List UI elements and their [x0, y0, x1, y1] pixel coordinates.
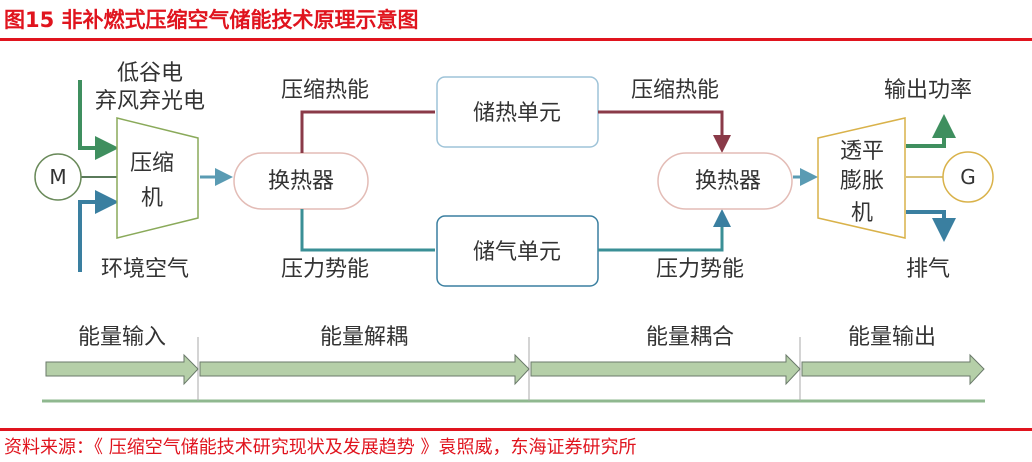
- pressure-energy-label-1: 压力势能: [281, 257, 369, 282]
- compression-heat-label-2: 压缩热能: [631, 78, 719, 103]
- expander: [817, 117, 906, 239]
- expander-label-2: 膨胀: [840, 169, 884, 194]
- exhaust-arrow: [906, 210, 956, 242]
- heat-exchanger-2-label: 换热器: [695, 169, 761, 194]
- exhaust-label: 排气: [906, 257, 950, 282]
- stage-label-output: 能量输出: [848, 325, 936, 350]
- figure-title: 图15 非补燃式压缩空气储能技术原理示意图: [4, 8, 419, 32]
- expander-label-3: 机: [851, 201, 873, 226]
- air-input-arrow: [78, 190, 119, 272]
- pressure-flow-1: [300, 209, 435, 252]
- pressure-energy-label-2: 压力势能: [656, 257, 744, 282]
- motor-label: M: [49, 165, 66, 189]
- stage-label-coupling: 能量耦合: [646, 325, 734, 350]
- compressor-label-2: 机: [141, 186, 163, 211]
- stage-arrow-coupling: [530, 353, 801, 386]
- generator-label: G: [960, 165, 976, 189]
- input-power-label: 低谷电: [117, 61, 183, 86]
- stage-label-input: 能量输入: [78, 325, 166, 350]
- generator-icon: [942, 151, 994, 203]
- ambient-air-label: 环境空气: [101, 257, 189, 282]
- compressor: [116, 117, 199, 239]
- heat-exchanger-2: [657, 152, 793, 210]
- source-rule: [0, 428, 1032, 431]
- compressor-label: 压缩: [130, 151, 174, 176]
- heat-storage-label: 储热单元: [473, 101, 561, 126]
- stage-arrow-input: [45, 353, 199, 386]
- pressure-flow-2: [598, 209, 731, 252]
- output-power-arrow: [906, 114, 956, 148]
- heat-exchanger-1-label: 换热器: [268, 169, 334, 194]
- heat-flow-1: [300, 110, 435, 153]
- expander-label: 透平: [840, 139, 884, 164]
- stage-timeline: 能量输入 能量解耦 能量耦合 能量输出: [42, 325, 985, 403]
- heat-flow-2: [598, 110, 731, 153]
- input-power-label-2: 弃风弃光电: [95, 89, 205, 114]
- power-input-arrow: [78, 80, 119, 160]
- stage-arrow-decoupling: [199, 353, 530, 386]
- compression-heat-label-1: 压缩热能: [281, 78, 369, 103]
- motor-icon: [34, 153, 82, 201]
- title-rule: [0, 38, 1032, 41]
- stage-arrow-output: [801, 353, 985, 386]
- output-power-label: 输出功率: [884, 78, 972, 103]
- gas-storage-label: 储气单元: [473, 240, 561, 265]
- source-note: 资料来源：《 压缩空气储能技术研究现状及发展趋势 》袁照威，东海证券研究所: [4, 437, 637, 458]
- stage-label-decoupling: 能量解耦: [320, 325, 408, 350]
